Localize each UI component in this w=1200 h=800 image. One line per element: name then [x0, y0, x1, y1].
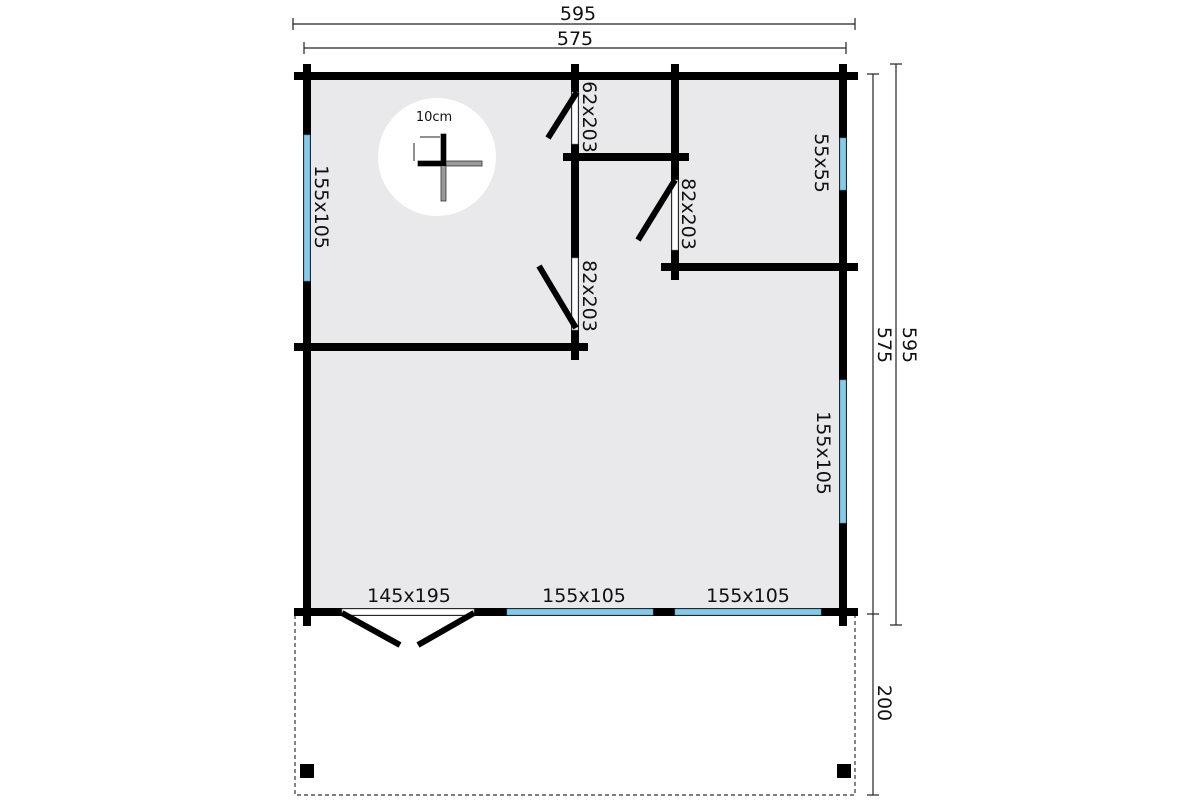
window-small: [839, 137, 847, 191]
inner-width-label: 575: [557, 28, 593, 50]
dimension-lines: [292, 18, 902, 796]
window-front-center-label: 155x105: [542, 585, 626, 607]
terrace-depth-label: 200: [873, 685, 895, 721]
wall-detail-legend: 10cm: [378, 98, 496, 216]
terrace-post-right: [837, 764, 851, 778]
window-left-label: 155x105: [310, 165, 332, 249]
door-mid-right-label: 82x203: [677, 178, 699, 250]
window-left: [303, 134, 311, 282]
inner-depth-label: 575: [873, 327, 895, 363]
front-door-label: 145x195: [367, 585, 451, 607]
door-top-label: 62x203: [578, 81, 600, 153]
window-front-right: [674, 608, 822, 616]
window-right-label: 155x105: [812, 411, 834, 495]
windows: [303, 134, 847, 616]
terrace-outline: [294, 613, 856, 796]
window-front-center: [506, 608, 654, 616]
wall-thickness-label: 10cm: [416, 110, 452, 125]
window-front-right-label: 155x105: [706, 585, 790, 607]
doors: [340, 90, 679, 648]
outer-depth-label: 595: [898, 327, 920, 363]
terrace-post-left: [300, 764, 314, 778]
window-right: [839, 379, 847, 524]
outer-width-label: 595: [560, 3, 596, 25]
window-small-label: 55x55: [810, 133, 832, 193]
door-mid-left-label: 82x203: [578, 260, 600, 332]
